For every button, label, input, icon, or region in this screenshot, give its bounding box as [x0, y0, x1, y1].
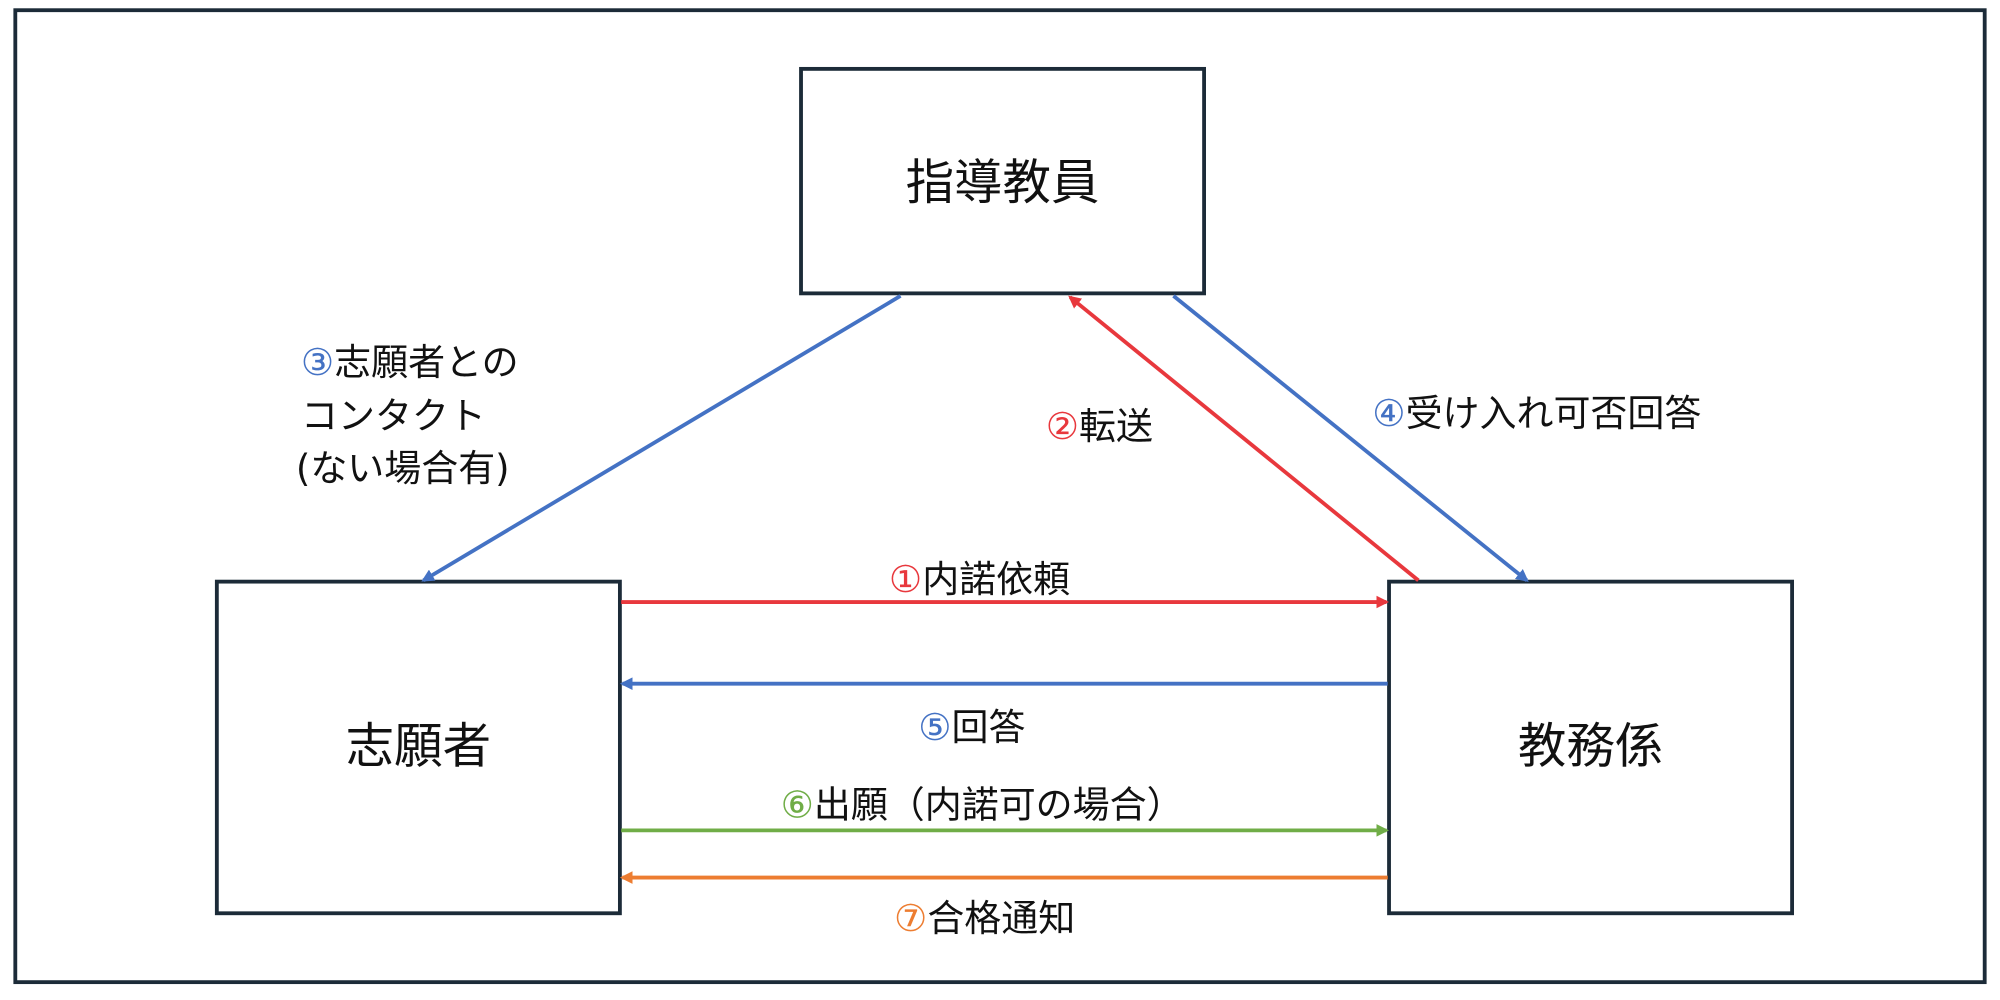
node-applicant: 志願者 [214, 579, 622, 916]
label-4: ④受け入れ可否回答 [1372, 392, 1701, 435]
label-7: ⑦合格通知 [894, 897, 1075, 940]
node-office: 教務係 [1387, 579, 1795, 916]
label-3: ③志願者との [301, 341, 519, 384]
node-advisor: 指導教員 [799, 66, 1206, 296]
label-3-line3: (ない場合有) [296, 447, 510, 490]
label-2: ②転送 [1046, 405, 1153, 448]
arrow-2-forward [1068, 295, 1420, 582]
node-office-label: 教務係 [1518, 719, 1663, 775]
arrow-4-answer [1172, 294, 1529, 582]
node-advisor-label: 指導教員 [906, 155, 1100, 211]
label-1: ①内諾依頼 [889, 558, 1070, 601]
node-applicant-label: 志願者 [346, 719, 491, 775]
label-3-line2: コンタクト [301, 395, 486, 438]
label-6: ⑥出願（内諾可の場合） [781, 784, 1184, 827]
arrow-3-contact [421, 294, 902, 583]
outer-frame [13, 8, 1987, 985]
label-5: ⑤回答 [918, 706, 1025, 749]
